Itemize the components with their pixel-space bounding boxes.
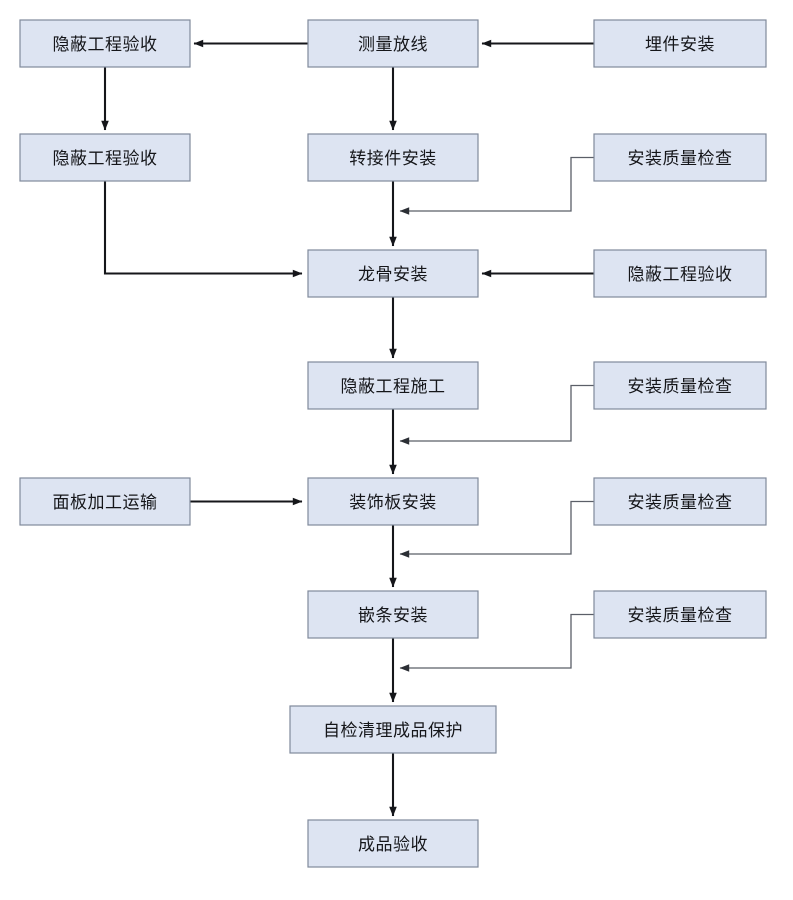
node-label: 安装质量检查 [628, 493, 733, 512]
edge-zhiliang2-elbow [399, 384, 594, 445]
node-yinbi-gongcheng-yanshou-3[interactable]: 隐蔽工程验收 [593, 249, 767, 298]
node-anzhuang-zhiliang-jiancha-2[interactable]: 安装质量检查 [593, 361, 767, 410]
node-maijian-anzhuang[interactable]: 埋件安装 [593, 19, 767, 68]
node-chengpin-yanshou[interactable]: 成品验收 [307, 819, 479, 868]
edge-yinbi2-to-longgu [103, 181, 303, 278]
node-box[interactable] [289, 705, 497, 754]
node-yinbi-gongcheng-yanshou-1[interactable]: 隐蔽工程验收 [19, 19, 191, 68]
node-zhuangshiban-anzhuang[interactable]: 装饰板安装 [307, 477, 479, 526]
node-label: 隐蔽工程施工 [341, 377, 446, 396]
node-zijian-qingli-chengpin-baohu[interactable]: 自检清理成品保护 [289, 705, 497, 754]
node-box[interactable] [307, 249, 479, 298]
node-box[interactable] [307, 361, 479, 410]
node-label: 成品验收 [358, 835, 428, 854]
edge-layer [101, 39, 594, 817]
node-box[interactable] [307, 477, 479, 526]
node-box[interactable] [593, 361, 767, 410]
node-label: 安装质量检查 [628, 149, 733, 168]
node-box[interactable] [593, 19, 767, 68]
node-box[interactable] [593, 249, 767, 298]
node-label: 隐蔽工程验收 [53, 149, 158, 168]
node-zhuanjiejian-anzhuang[interactable]: 转接件安装 [307, 133, 479, 182]
edge-zhiliang4-elbow [399, 613, 594, 672]
node-label: 自检清理成品保护 [323, 721, 463, 740]
node-longgu-anzhuang[interactable]: 龙骨安装 [307, 249, 479, 298]
node-layer: 隐蔽工程验收 测量放线 埋件安装 隐蔽工程验收 转接件安装 安装质量检查 [19, 19, 767, 868]
node-anzhuang-zhiliang-jiancha-1[interactable]: 安装质量检查 [593, 133, 767, 182]
node-label: 隐蔽工程验收 [53, 35, 158, 54]
node-label: 埋件安装 [645, 35, 715, 54]
node-label: 转接件安装 [349, 149, 437, 168]
node-label: 安装质量检查 [628, 377, 733, 396]
node-qiantiao-anzhuang[interactable]: 嵌条安装 [307, 590, 479, 639]
node-label: 龙骨安装 [358, 265, 428, 284]
node-box[interactable] [307, 19, 479, 68]
node-box[interactable] [593, 133, 767, 182]
node-yinbi-gongcheng-yanshou-2[interactable]: 隐蔽工程验收 [19, 133, 191, 182]
edge-zhiliang1-elbow [399, 156, 594, 215]
node-label: 测量放线 [358, 35, 428, 54]
node-box[interactable] [307, 590, 479, 639]
node-box[interactable] [593, 477, 767, 526]
node-box[interactable] [19, 133, 191, 182]
node-box[interactable] [19, 19, 191, 68]
node-box[interactable] [307, 133, 479, 182]
node-label: 安装质量检查 [628, 606, 733, 625]
node-box[interactable] [593, 590, 767, 639]
node-mianban-jiagong-yunshu[interactable]: 面板加工运输 [19, 477, 191, 526]
node-label: 嵌条安装 [358, 606, 428, 625]
node-box[interactable] [19, 477, 191, 526]
node-label: 装饰板安装 [349, 493, 437, 512]
edge-zhiliang3-elbow [399, 500, 594, 558]
node-anzhuang-zhiliang-jiancha-3[interactable]: 安装质量检查 [593, 477, 767, 526]
node-anzhuang-zhiliang-jiancha-4[interactable]: 安装质量检查 [593, 590, 767, 639]
node-yinbi-gongcheng-shigong[interactable]: 隐蔽工程施工 [307, 361, 479, 410]
node-label: 隐蔽工程验收 [628, 265, 733, 284]
node-box[interactable] [307, 819, 479, 868]
node-celiang-fangxian[interactable]: 测量放线 [307, 19, 479, 68]
node-label: 面板加工运输 [53, 493, 158, 512]
